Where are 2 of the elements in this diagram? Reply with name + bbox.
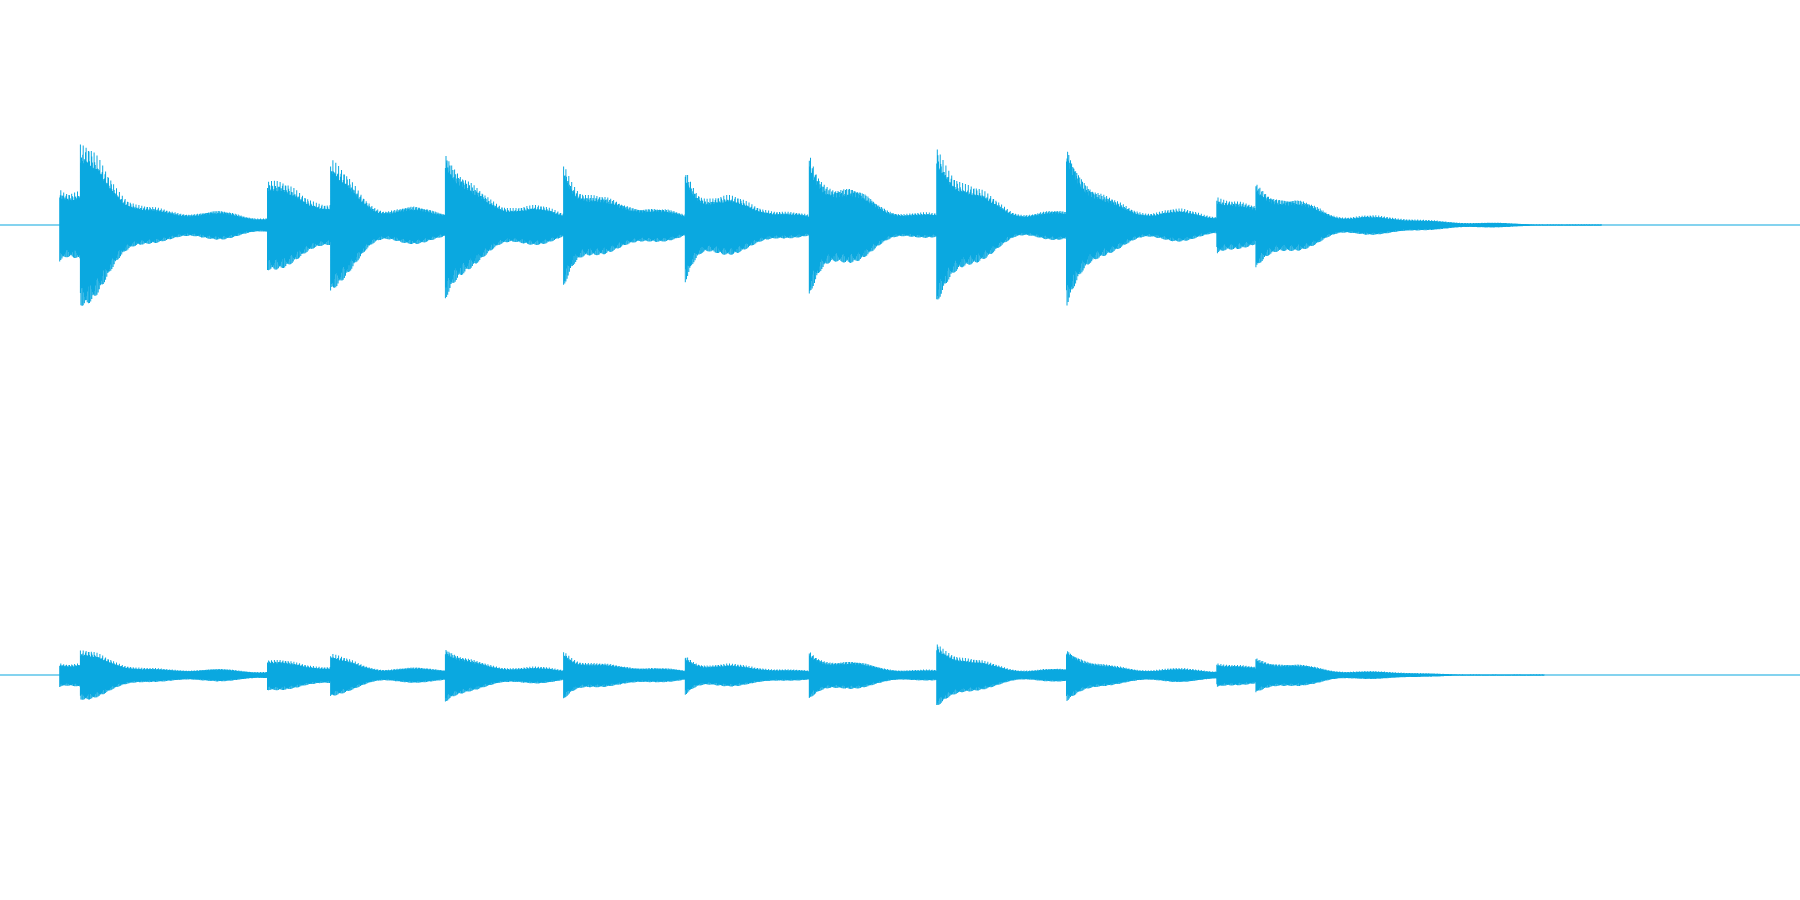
waveform-drawing	[0, 144, 1800, 307]
waveform-drawing	[0, 644, 1800, 706]
